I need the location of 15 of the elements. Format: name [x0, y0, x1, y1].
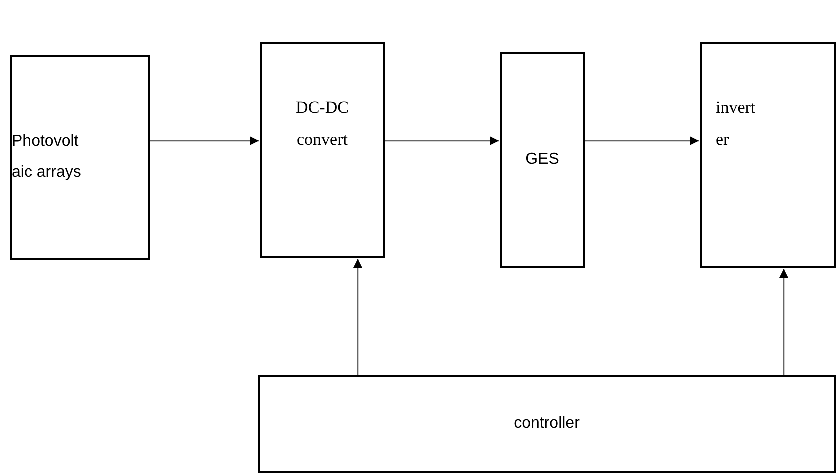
block-label: DC-DC convert: [295, 97, 350, 152]
arrow: [354, 259, 362, 375]
arrow: [585, 136, 699, 146]
block-box: [258, 375, 836, 473]
block-box: [260, 42, 385, 258]
block-label: GES: [524, 150, 560, 170]
block-box: [700, 42, 836, 268]
block-label: controller: [513, 414, 581, 434]
block-label: invert er: [716, 97, 757, 152]
arrow: [385, 136, 499, 146]
block-box: [10, 55, 150, 260]
block-label: Photovolt aic arrays: [12, 132, 82, 182]
block-box: [500, 52, 585, 268]
arrow: [150, 136, 259, 146]
arrow: [780, 269, 788, 375]
